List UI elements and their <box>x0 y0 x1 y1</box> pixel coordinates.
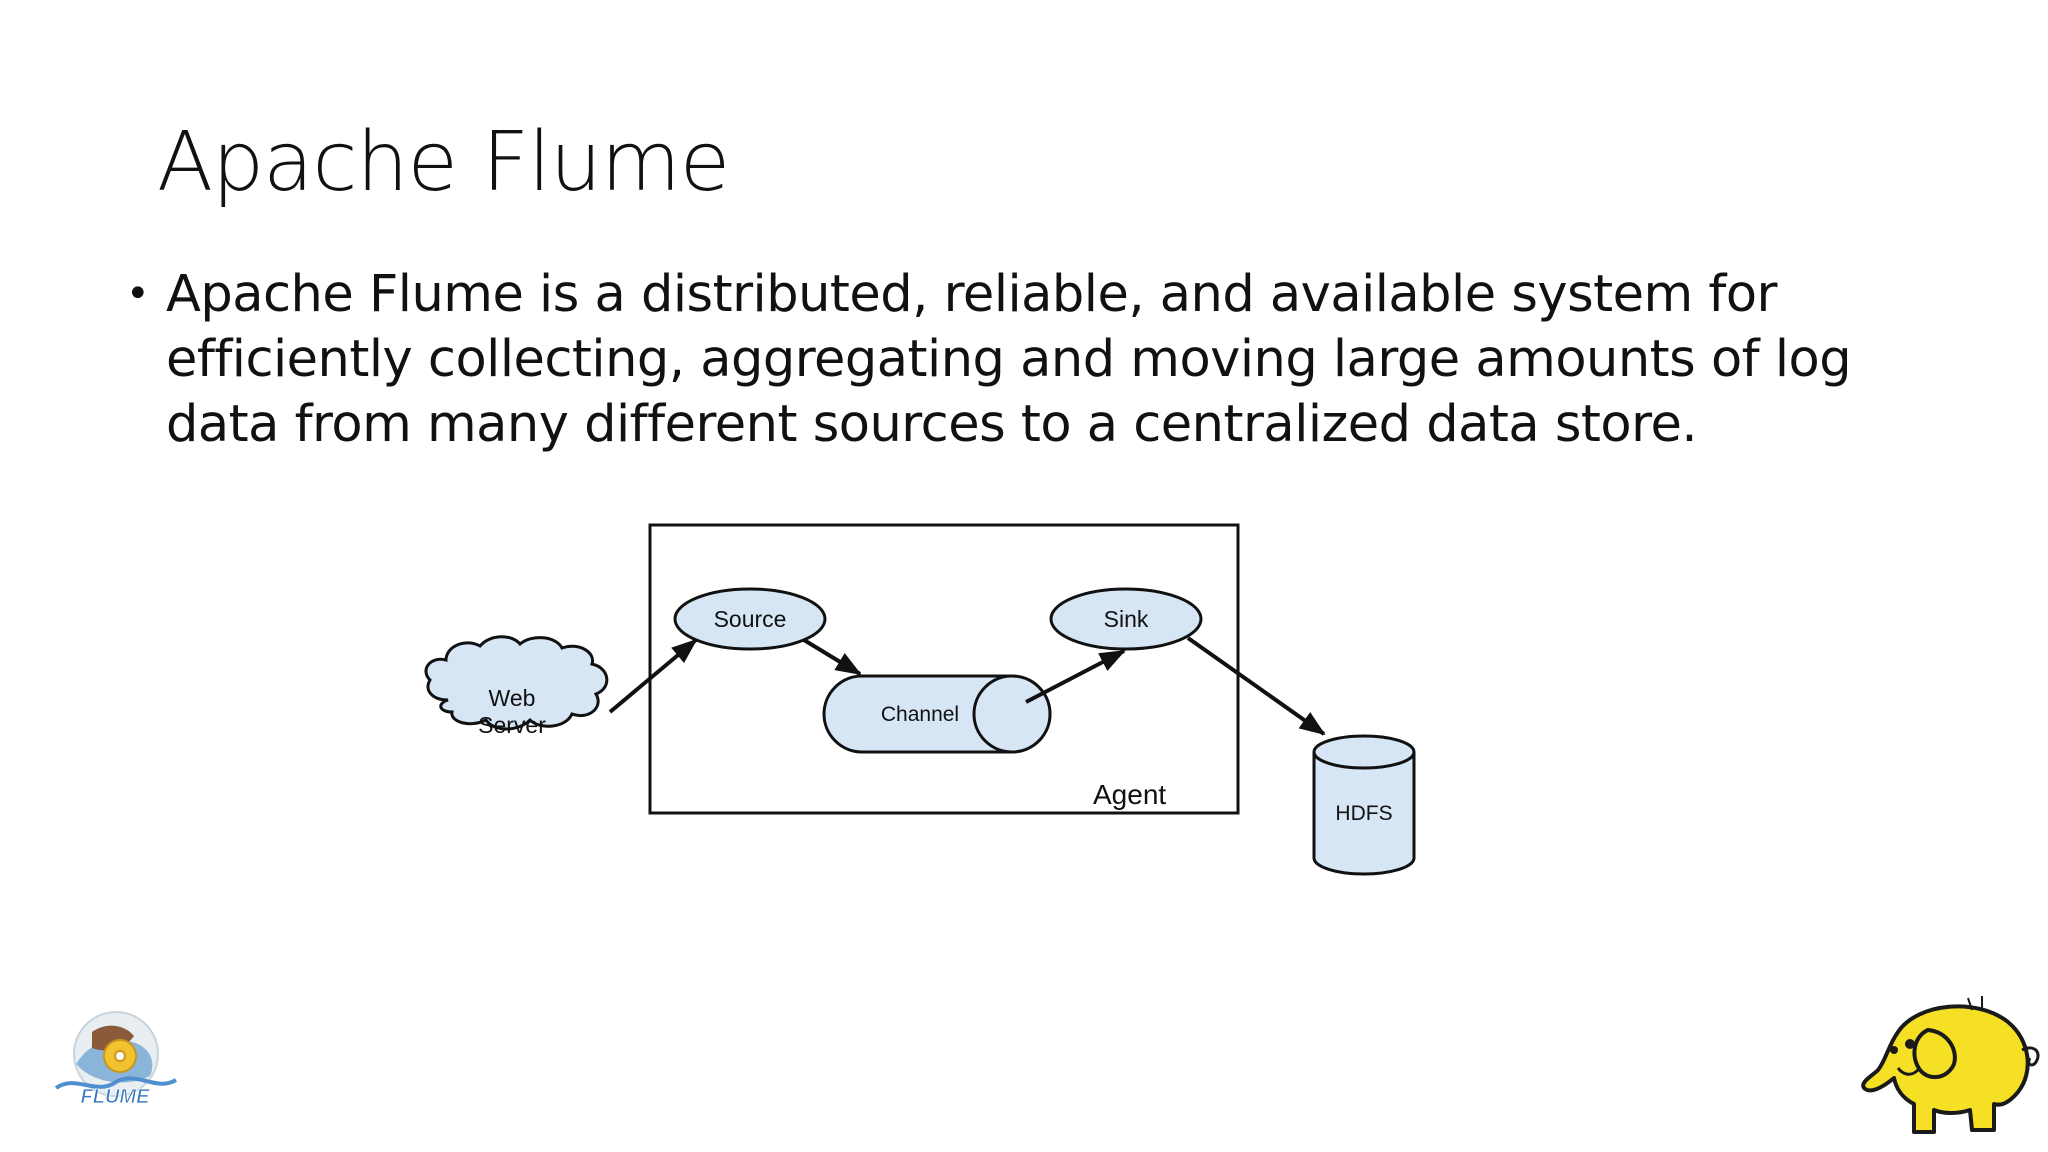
channel-label: Channel <box>881 703 959 726</box>
sink-node: Sink <box>1049 587 1203 651</box>
flume-logo-text: FLUME <box>81 1086 151 1108</box>
hdfs-node: HDFS <box>1312 734 1416 876</box>
channel-node: Channel <box>822 674 1052 754</box>
slide-title: Apache Flume <box>157 115 730 210</box>
sink-label: Sink <box>1104 606 1149 632</box>
arrow-webserver-to-source <box>608 638 698 714</box>
source-label: Source <box>714 606 787 632</box>
web-server-label-line2: Server <box>478 712 546 738</box>
source-node: Source <box>673 587 827 651</box>
bullet-marker: • <box>126 271 150 317</box>
bullet-item: • Apache Flume is a distributed, reliabl… <box>126 262 1946 457</box>
agent-label: Agent <box>1093 779 1166 810</box>
arrow-source-to-channel <box>802 638 862 676</box>
web-server-cloud: Web Server <box>424 635 609 738</box>
web-server-label-line1: Web <box>489 685 536 711</box>
hadoop-elephant-icon <box>1861 996 2040 1134</box>
bullet-text: Apache Flume is a distributed, reliable,… <box>166 265 1852 454</box>
arrow-sink-to-hdfs <box>1186 636 1326 736</box>
agent-box <box>648 523 1240 815</box>
arrow-channel-to-sink <box>1025 649 1126 704</box>
hdfs-label: HDFS <box>1335 802 1392 825</box>
flume-logo: FLUME <box>54 1011 178 1108</box>
